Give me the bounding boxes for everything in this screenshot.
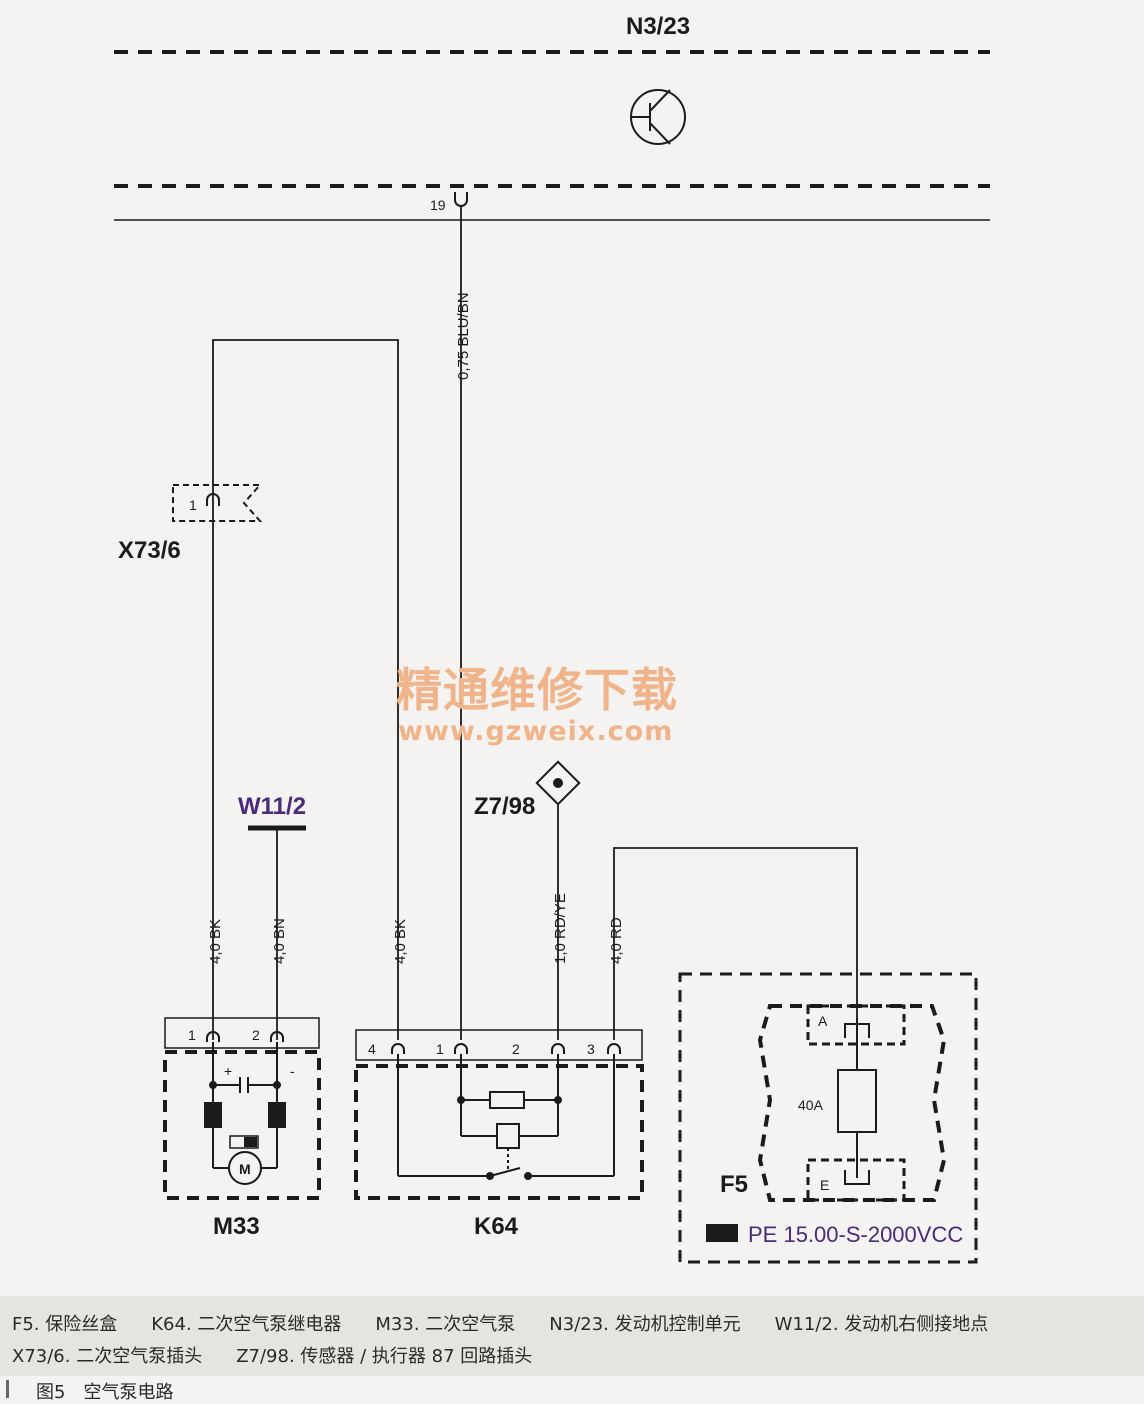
f5-a-label: A bbox=[818, 1013, 828, 1029]
legend-item: X73/6. 二次空气泵插头 bbox=[12, 1346, 203, 1367]
watermark-url: www.gzweix.com bbox=[398, 716, 673, 747]
m33-label: M33 bbox=[213, 1213, 260, 1240]
m33-box bbox=[163, 1050, 321, 1200]
m33-pin1-label: 1 bbox=[188, 1027, 196, 1043]
z7-98-label: Z7/98 bbox=[474, 793, 535, 820]
k64-box bbox=[354, 1064, 644, 1200]
m33-connector-box bbox=[164, 1017, 320, 1049]
legend-item: K64. 二次空气泵继电器 bbox=[151, 1314, 342, 1335]
caption-text: 图5 空气泵电路 bbox=[36, 1378, 191, 1404]
motor-label: M bbox=[239, 1161, 251, 1177]
f5-label: F5 bbox=[720, 1171, 748, 1198]
k64-pin4-label: 4 bbox=[368, 1041, 376, 1057]
caption-title: 空气泵电路 bbox=[83, 1382, 174, 1403]
x73-pin-socket-icon bbox=[206, 493, 220, 506]
reference-hand-icon bbox=[706, 1224, 738, 1242]
reference-label: PE 15.00-S-2000VCC bbox=[748, 1222, 963, 1247]
x73-pin-label: 1 bbox=[189, 497, 197, 513]
f5-outer-box bbox=[678, 972, 978, 1264]
n3-23-label: N3/23 bbox=[626, 13, 690, 40]
x73-6-label: X73/6 bbox=[118, 537, 181, 564]
legend-line-1: F5. 保险丝盒 K64. 二次空气泵继电器 M33. 二次空气泵 N3/23. 发动… bbox=[12, 1310, 988, 1336]
wire-bk-loop bbox=[212, 339, 399, 1040]
k64-pin2-socket-icon bbox=[551, 1043, 565, 1054]
caption-bar bbox=[6, 1380, 9, 1398]
wire-rd bbox=[613, 847, 858, 1040]
pin-19-socket-icon bbox=[454, 192, 468, 207]
f5-e-socket-icon bbox=[844, 1170, 870, 1185]
z7-98-connector-icon bbox=[535, 760, 581, 806]
legend-item: Z7/98. 传感器 / 执行器 87 回路插头 bbox=[236, 1346, 533, 1367]
m33-pin2-label: 2 bbox=[252, 1027, 260, 1043]
fuse-rating-label: 40A bbox=[798, 1097, 824, 1113]
f5-inner-box bbox=[757, 1004, 947, 1202]
k64-pin4-socket-icon bbox=[391, 1043, 405, 1054]
motor-icon bbox=[228, 1151, 262, 1185]
k64-pin2-label: 2 bbox=[512, 1041, 520, 1057]
k64-pin1-label: 1 bbox=[436, 1041, 444, 1057]
fuse-40a bbox=[837, 1069, 877, 1133]
legend-item: W11/2. 发动机右侧接地点 bbox=[774, 1314, 989, 1335]
wiring-diagram: N3/23 19 0,75 BLU/BN 1 X73/6 W11/2 Z7/98… bbox=[114, 13, 990, 1264]
wire-m33-bk-label: 4,0 BK bbox=[207, 919, 224, 964]
k64-connector-box bbox=[355, 1029, 643, 1061]
legend-item: N3/23. 发动机控制单元 bbox=[549, 1314, 741, 1335]
m33-internal-circuit bbox=[204, 1042, 286, 1169]
m33-pin1-socket-icon bbox=[206, 1031, 220, 1042]
w11-2-label: W11/2 bbox=[238, 793, 306, 820]
pin-19-label: 19 bbox=[430, 197, 446, 213]
wire-rd-ye-label: 1,0 RD/YE bbox=[552, 893, 569, 964]
k64-pin1-socket-icon bbox=[454, 1043, 468, 1054]
legend-line-2: X73/6. 二次空气泵插头 Z7/98. 传感器 / 执行器 87 回路插头 bbox=[12, 1342, 566, 1368]
m33-plus-label: + bbox=[224, 1063, 232, 1079]
wire-blu-bn-label: 0,75 BLU/BN bbox=[455, 292, 472, 380]
watermark-title: 精通维修下载 bbox=[396, 663, 678, 717]
k64-label: K64 bbox=[474, 1213, 519, 1240]
wire-m33-bn-label: 4,0 BN bbox=[271, 918, 288, 964]
legend-item: F5. 保险丝盒 bbox=[12, 1314, 118, 1335]
f5-e-label: E bbox=[820, 1177, 829, 1193]
transistor-icon bbox=[630, 89, 686, 145]
k64-pin3-label: 3 bbox=[587, 1041, 595, 1057]
f5-terminal-e bbox=[806, 1158, 906, 1202]
caption-figure-number: 图5 bbox=[36, 1382, 66, 1403]
legend-item: M33. 二次空气泵 bbox=[375, 1314, 516, 1335]
wire-rd-label: 4,0 RD bbox=[608, 917, 625, 964]
figure-caption: 图5 空气泵电路 bbox=[0, 1376, 1144, 1404]
wire-k64-bk-label: 4,0 BK bbox=[392, 919, 409, 964]
x73-6-connector bbox=[172, 484, 263, 522]
m33-pin2-socket-icon bbox=[270, 1031, 284, 1042]
legend: F5. 保险丝盒 K64. 二次空气泵继电器 M33. 二次空气泵 N3/23. 发动… bbox=[0, 1296, 1144, 1376]
k64-pin3-socket-icon bbox=[607, 1043, 621, 1054]
relay-circuit bbox=[397, 1054, 615, 1180]
m33-minus-label: - bbox=[290, 1063, 295, 1079]
